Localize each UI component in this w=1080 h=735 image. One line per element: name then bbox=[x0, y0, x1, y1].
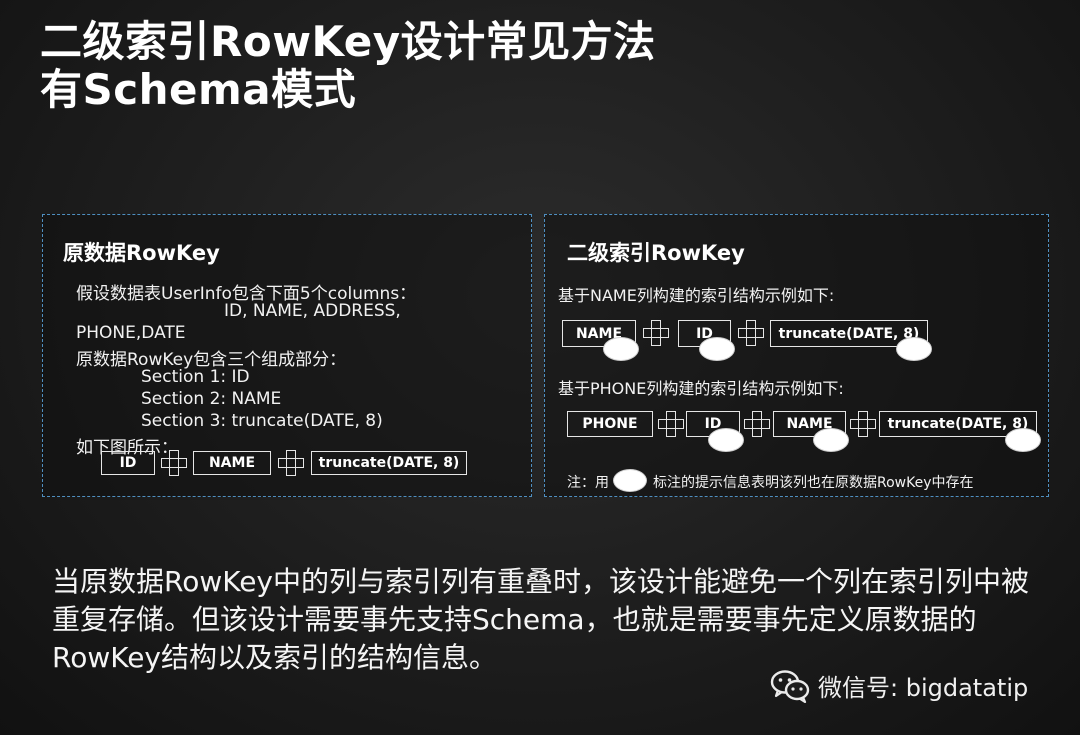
title-line-2: 有Schema模式 bbox=[40, 65, 357, 114]
summary-paragraph: 当原数据RowKey中的列与索引列有重叠时，该设计能避免一个列在索引列中被重复存… bbox=[52, 565, 1029, 674]
text-line: ID, NAME, ADDRESS, bbox=[224, 301, 401, 321]
overlap-marker-oval bbox=[708, 428, 744, 452]
index-segment-box: NAME bbox=[773, 411, 846, 437]
text-line: 假设数据表UserInfo包含下面5个columns： bbox=[76, 284, 417, 304]
note-text: 标注的提示信息表明该列也在原数据RowKey中存在 bbox=[653, 475, 974, 491]
wechat-icon bbox=[770, 669, 810, 703]
rowkey-segment-box: ID bbox=[101, 451, 155, 475]
overlap-marker-oval bbox=[699, 337, 735, 361]
example-caption: 基于PHONE列构建的索引结构示例如下: bbox=[558, 379, 844, 398]
panel-heading: 原数据RowKey bbox=[63, 241, 220, 265]
plus-icon bbox=[738, 320, 764, 346]
original-rowkey-panel: 原数据RowKey 假设数据表UserInfo包含下面5个columns： ID… bbox=[42, 214, 532, 497]
wechat-watermark: 微信号: bigdatatip bbox=[770, 668, 1028, 703]
wechat-id-label: 微信号: bigdatatip bbox=[818, 674, 1029, 702]
text-line: Section 1: ID bbox=[141, 367, 250, 387]
overlap-marker-oval bbox=[603, 337, 639, 361]
overlap-marker-oval bbox=[1005, 428, 1041, 452]
plus-icon bbox=[744, 411, 770, 437]
plus-icon bbox=[161, 450, 187, 476]
overlap-marker-oval bbox=[813, 428, 849, 452]
text-line: PHONE,DATE bbox=[76, 323, 186, 343]
panel-heading: 二级索引RowKey bbox=[567, 241, 745, 265]
slide-title: 二级索引RowKey设计常见方法 有Schema模式 bbox=[40, 18, 656, 114]
index-segment-box: NAME bbox=[562, 320, 636, 347]
index-segment-box: truncate(DATE, 8) bbox=[770, 320, 928, 347]
index-segment-box: PHONE bbox=[567, 411, 653, 437]
note-prefix: 注：用 bbox=[567, 475, 609, 491]
text-line: 原数据RowKey包含三个组成部分： bbox=[76, 350, 347, 370]
secondary-index-rowkey-panel: 二级索引RowKey 基于NAME列构建的索引结构示例如下: NAME ID t… bbox=[544, 214, 1049, 497]
rowkey-segment-box: NAME bbox=[193, 451, 271, 475]
plus-icon bbox=[658, 411, 684, 437]
index-segment-box: truncate(DATE, 8) bbox=[879, 411, 1037, 437]
overlap-marker-oval bbox=[896, 337, 932, 361]
plus-icon bbox=[850, 411, 876, 437]
legend-oval bbox=[613, 469, 647, 492]
plus-icon bbox=[643, 320, 669, 346]
rowkey-segment-box: truncate(DATE, 8) bbox=[311, 451, 467, 475]
text-line: Section 2: NAME bbox=[141, 389, 282, 409]
title-line-1: 二级索引RowKey设计常见方法 bbox=[40, 17, 656, 66]
text-line: Section 3: truncate(DATE, 8) bbox=[141, 411, 383, 431]
example-caption: 基于NAME列构建的索引结构示例如下: bbox=[558, 286, 835, 305]
plus-icon bbox=[278, 450, 304, 476]
